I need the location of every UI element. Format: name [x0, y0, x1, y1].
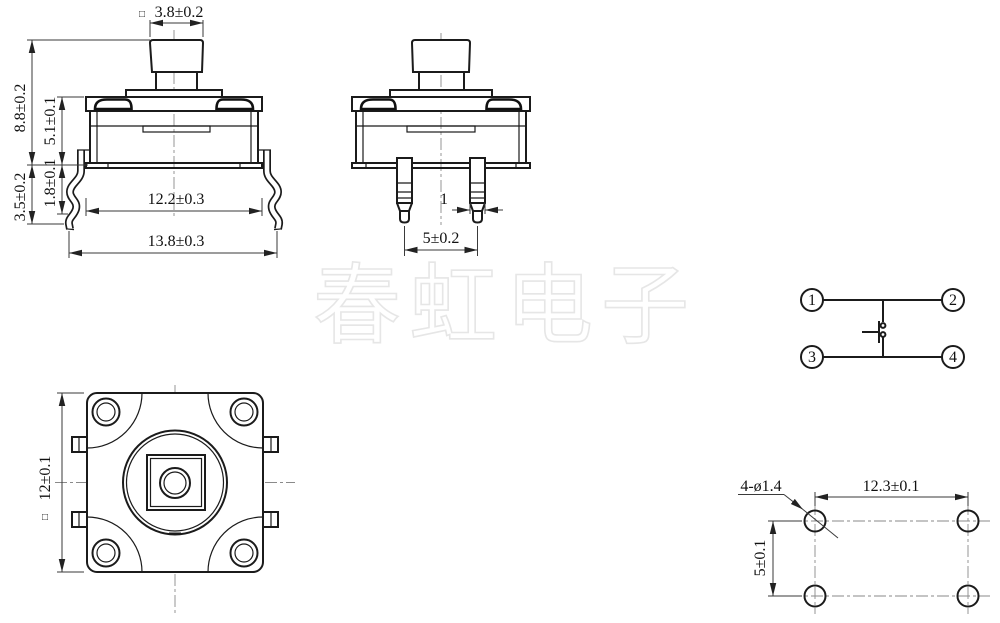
top-center-square-outer — [146, 454, 206, 511]
top-body-outline — [86, 392, 264, 573]
pcb-hole-top-left — [803, 509, 827, 533]
side-left-pin — [396, 157, 413, 224]
top-center-hole-inner — [163, 471, 187, 495]
side-right-slot — [485, 98, 523, 111]
front-base-ticks — [107, 163, 241, 168]
top-view-side-pins — [71, 436, 279, 528]
terminal-4-label: 4 — [949, 349, 957, 366]
front-width-body-label: 12.2±0.3 — [148, 191, 205, 208]
pcb-hole-spec-label: 4-ø1.4 — [740, 478, 781, 495]
front-button-cap — [148, 39, 205, 73]
front-button-stem — [155, 72, 198, 90]
front-height-seat-label: 1.8±0.1 — [42, 159, 59, 208]
side-body-sides — [355, 111, 527, 163]
side-left-slot — [359, 98, 397, 111]
pcb-layout: 4-ø1.4 12.3±0.1 5±0.1 — [738, 478, 990, 614]
side-button-cap — [410, 39, 472, 73]
pcb-hole-top-right — [956, 509, 980, 533]
top-size-label: 12±0.1 — [37, 456, 54, 501]
pcb-spacing-horizontal-label: 12.3±0.1 — [863, 478, 920, 495]
front-button-width-label: 3.8±0.2 — [155, 4, 204, 21]
front-height-total-label: 8.8±0.2 — [12, 84, 29, 133]
circuit-schematic: 1 2 3 4 — [800, 288, 965, 369]
pcb-spacing-vertical-label: 5±0.1 — [752, 540, 769, 577]
pcb-hole-bottom-left — [803, 584, 827, 608]
switch-actuator-symbol — [862, 321, 880, 343]
top-square-symbol: □ — [40, 514, 51, 520]
top-view: □ 12±0.1 — [37, 385, 295, 615]
side-flange — [389, 89, 493, 98]
front-left-slot — [93, 98, 133, 111]
side-base — [351, 162, 531, 169]
terminal-2-label: 2 — [949, 292, 957, 309]
contact-dot-bottom — [879, 331, 887, 338]
front-view: □ 3.8±0.2 8.8±0.2 5.1±0.1 1.8±0.1 3.5±0.… — [12, 4, 284, 258]
watermark-text: 春虹电子 — [313, 254, 697, 357]
top-center-hole-outer — [159, 467, 191, 499]
front-height-leg-label: 3.5±0.2 — [12, 173, 29, 222]
side-pin-width-label: 1 — [440, 191, 448, 208]
top-corner-rivets — [91, 397, 259, 568]
pcb-hole-bottom-right — [956, 584, 980, 608]
front-square-symbol: □ — [139, 9, 145, 20]
front-body-inner-lines — [96, 111, 252, 163]
top-center-square-inner — [149, 457, 203, 508]
top-corner-arcs — [86, 392, 264, 573]
side-right-pin — [469, 157, 486, 224]
top-actuator-ring-inner — [125, 433, 225, 532]
side-view: 1 5±0.2 — [351, 33, 531, 256]
terminal-1-label: 1 — [808, 292, 816, 309]
schematic-wires — [823, 299, 942, 358]
contact-dot-top — [879, 322, 887, 329]
front-width-total-label: 13.8±0.3 — [148, 233, 205, 250]
front-right-slot — [215, 98, 255, 111]
side-center-tab — [406, 125, 476, 133]
front-height-body-label: 5.1±0.1 — [42, 97, 59, 146]
terminal-3-label: 3 — [808, 349, 816, 366]
side-pin-spacing-label: 5±0.2 — [423, 230, 460, 247]
front-flange — [125, 89, 223, 98]
pcb-centerlines — [790, 503, 990, 614]
front-center-tab — [142, 125, 211, 133]
side-button-stem — [418, 72, 465, 90]
front-body-sides — [89, 111, 259, 163]
